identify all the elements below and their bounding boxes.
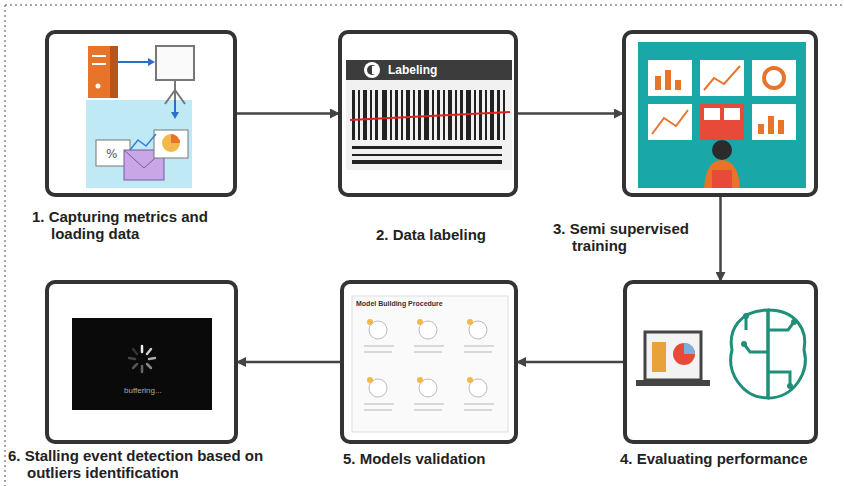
flow-arrow: [237, 112, 338, 115]
svg-text:%: %: [106, 147, 117, 161]
step-caption: 6. Stalling event detection based on out…: [8, 447, 308, 481]
flow-arrow: [518, 112, 622, 115]
process-box: 1. Capturing metrics and loading data: [45, 30, 237, 197]
process-box: 2. Data labeling: [338, 30, 518, 197]
step-caption: 3. Semi supervised training: [553, 220, 711, 254]
process-box: 4. Evaluating performance: [623, 280, 818, 444]
flow-arrow: [238, 361, 340, 364]
step-caption: 4. Evaluating performance: [620, 450, 840, 467]
labeling-illustration: [346, 60, 512, 170]
process-box: 3. Semi supervised training: [622, 30, 818, 197]
doc-heading: Model Building Procedure: [356, 300, 443, 307]
step-caption: 5. Models validation: [343, 450, 543, 467]
evaluation-illustration: [636, 310, 805, 398]
metrics-illustration: %: [86, 46, 194, 188]
banner-text: Labeling: [388, 63, 437, 77]
process-box: 6. Stalling event detection based on out…: [45, 280, 238, 444]
buffering-illustration: [72, 318, 212, 410]
training-illustration: [638, 42, 806, 188]
flow-arrow: [518, 361, 623, 364]
dotted-frame: [5, 4, 844, 6]
step-caption: 1. Capturing metrics and loading data: [32, 208, 252, 242]
status-text: buffering...: [124, 386, 162, 395]
step-caption: 2. Data labeling: [376, 226, 536, 243]
dotted-frame: [4, 5, 6, 486]
validation-illustration: [352, 296, 508, 432]
flow-arrow: [719, 197, 722, 280]
